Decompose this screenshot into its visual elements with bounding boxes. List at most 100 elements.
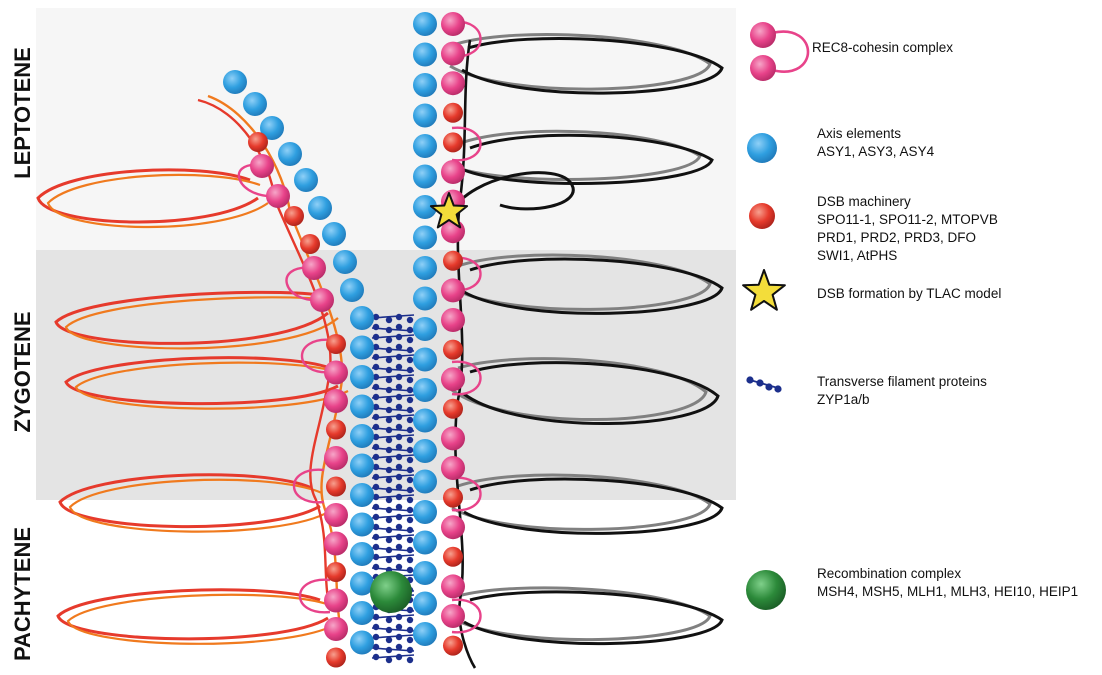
dsb-machinery-bead [443, 547, 463, 567]
dsb-machinery-bead [326, 477, 346, 497]
axis-element [350, 631, 374, 655]
star-icon [743, 270, 785, 310]
dsb-machinery-bead [443, 251, 463, 271]
cohesin-bead [441, 426, 465, 450]
right-chromatin-loop [464, 592, 722, 644]
transverse-filament [372, 554, 414, 563]
legend-label: PRD1, PRD2, PRD3, DFO [817, 230, 976, 245]
axis-element [413, 287, 437, 311]
cohesin-bead [441, 367, 465, 391]
leptotene-band [36, 8, 736, 250]
axis-element [350, 306, 374, 330]
axis-element [322, 222, 346, 246]
axis-element [413, 256, 437, 280]
axis-element [413, 165, 437, 189]
legend-label: REC8-cohesin complex [812, 40, 953, 55]
axis-element [413, 12, 437, 36]
axis-element [413, 531, 437, 555]
transverse-filament [372, 544, 414, 553]
axis-element [413, 73, 437, 97]
cohesin-bead [441, 515, 465, 539]
legend-label: Axis elements [817, 126, 901, 141]
dsb-machinery-bead [326, 562, 346, 582]
axis-element [278, 142, 302, 166]
transverse-filament [372, 644, 414, 653]
legend-label: SWI1, AtPHS [817, 248, 897, 263]
dsb-machinery-bead [326, 334, 346, 354]
cohesin-bead [441, 308, 465, 332]
axis-element [350, 483, 374, 507]
dsb-machinery-bead [326, 648, 346, 668]
axis-element [350, 601, 374, 625]
cohesin-bead [441, 604, 465, 628]
transverse-filament [372, 534, 414, 543]
axis-element [243, 92, 267, 116]
cohesin-bead [441, 456, 465, 480]
recombination-nodule [370, 571, 412, 613]
axis-element [413, 104, 437, 128]
legend-item: DSB machinerySPO11-1, SPO11-2, MTOPVBPRD… [749, 194, 998, 263]
recombination-complex-icon [746, 570, 786, 610]
legend-label: Recombination complex [817, 566, 961, 581]
dsb-machinery-bead [443, 103, 463, 123]
axis-element [413, 43, 437, 67]
transverse-filament [372, 614, 414, 623]
axis-element [413, 622, 437, 646]
cohesin-bead [441, 42, 465, 66]
axis-element-icon [747, 133, 777, 163]
dsb-machinery-bead [300, 234, 320, 254]
dsb-machinery-icon [749, 203, 775, 229]
zygotene-band [36, 250, 736, 500]
stage-label-zygotene: ZYGOTENE [10, 311, 35, 432]
dsb-machinery-bead [443, 636, 463, 656]
axis-element [413, 439, 437, 463]
cohesin-bead [324, 532, 348, 556]
stage-label-leptotene: LEPTOTENE [10, 47, 35, 179]
transverse-filament [372, 504, 414, 513]
axis-element [223, 70, 247, 94]
axis-element [294, 168, 318, 192]
axis-element [350, 513, 374, 537]
transverse-filament [372, 514, 414, 523]
axis-element [333, 250, 357, 274]
axis-element [413, 348, 437, 372]
cohesin-bead [302, 256, 326, 280]
dsb-machinery-bead [443, 340, 463, 360]
transverse-filament [372, 634, 414, 643]
transverse-filament [372, 524, 414, 533]
axis-element [350, 395, 374, 419]
legend: REC8-cohesin complexAxis elementsASY1, A… [743, 22, 1078, 610]
cohesin-bead [441, 574, 465, 598]
axis-element [413, 378, 437, 402]
cohesin-bead [250, 154, 274, 178]
legend-label: MSH4, MSH5, MLH1, MLH3, HEI10, HEIP1 [817, 584, 1078, 599]
legend-label: Transverse filament proteins [817, 374, 987, 389]
legend-label: DSB formation by TLAC model [817, 286, 1001, 301]
legend-item: DSB formation by TLAC model [743, 270, 1001, 310]
legend-item: REC8-cohesin complex [750, 22, 953, 81]
rec8-cohesin-icon [750, 22, 808, 81]
stage-labels: LEPTOTENE ZYGOTENE PACHYTENE [10, 47, 35, 661]
axis-element [413, 226, 437, 250]
cohesin-bead [441, 278, 465, 302]
cohesin-bead [324, 503, 348, 527]
axis-element [350, 336, 374, 360]
axis-element [413, 561, 437, 585]
axis-element [413, 409, 437, 433]
dsb-machinery-bead [326, 420, 346, 440]
dsb-machinery-bead [443, 132, 463, 152]
axis-element [413, 317, 437, 341]
left-chromatin-loop-inner [68, 595, 338, 644]
axis-element [413, 500, 437, 524]
stage-label-pachytene: PACHYTENE [10, 527, 35, 661]
dsb-machinery-bead [443, 399, 463, 419]
dsb-machinery-bead [443, 488, 463, 508]
legend-label: ASY1, ASY3, ASY4 [817, 144, 935, 159]
dsb-machinery-bead [284, 206, 304, 226]
cohesin-bead [324, 361, 348, 385]
cohesin-bead [441, 71, 465, 95]
axis-element [413, 470, 437, 494]
